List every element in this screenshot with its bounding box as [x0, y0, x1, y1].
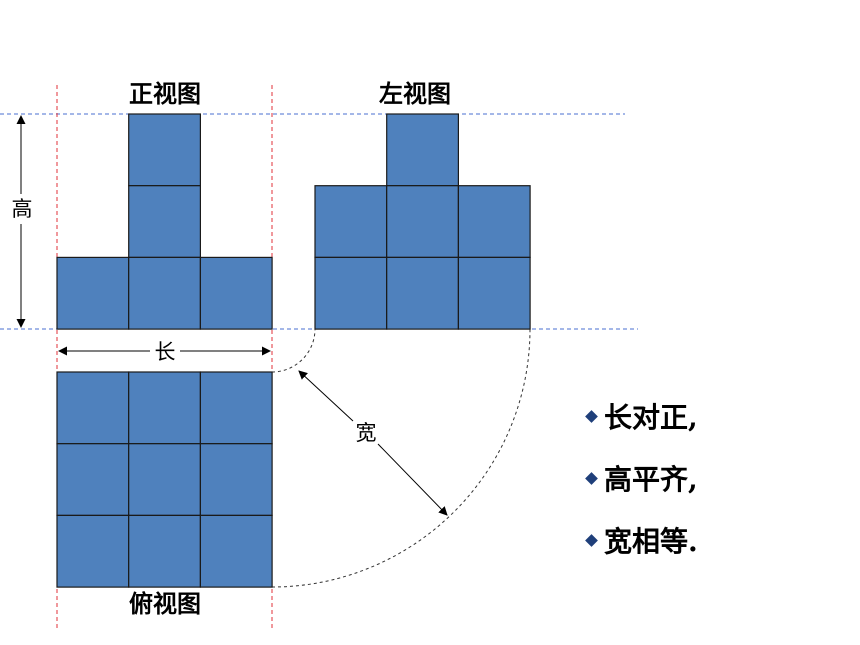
top-view-cube: [199, 514, 273, 588]
height-label: 高: [12, 197, 33, 221]
rule-item: 高平齐,: [585, 447, 698, 509]
top-view-title: 俯视图: [129, 589, 201, 618]
left-view-cube: [457, 256, 531, 330]
left-view-cube: [314, 185, 388, 258]
width-arrow-upper: [298, 370, 354, 422]
three-view-rules: 长对正, 高平齐, 宽相等.: [585, 385, 698, 571]
front-view-cube: [56, 256, 130, 330]
left-view-cube: [386, 256, 460, 330]
top-view-cube: [199, 371, 273, 445]
left-view-cube: [457, 185, 531, 258]
top-view-cube: [128, 371, 201, 445]
front-view: [56, 113, 273, 330]
rule-text: 长对正,: [604, 401, 698, 434]
front-view-title: 正视图: [129, 79, 201, 108]
rule-item: 长对正,: [585, 385, 698, 447]
top-view-cube: [56, 371, 130, 445]
rule-text: 宽相等.: [604, 525, 698, 558]
diamond-bullet-icon: [585, 471, 598, 485]
top-view-cube: [128, 443, 201, 517]
top-view-cube: [56, 443, 130, 517]
width-label: 宽: [356, 421, 377, 445]
front-view-cube: [128, 256, 201, 330]
left-view-cube: [386, 185, 460, 258]
diamond-bullet-icon: [585, 533, 598, 547]
rule-item: 宽相等.: [585, 509, 698, 571]
front-view-cube: [199, 256, 273, 330]
top-view-cube: [199, 443, 273, 517]
top-view-cube: [56, 514, 130, 588]
top-view-cube: [128, 514, 201, 588]
outer-width-arc: [271, 328, 531, 588]
left-view: [314, 113, 531, 330]
left-view-cube: [386, 113, 460, 187]
width-arrow-lower: [377, 443, 448, 516]
left-view-title: 左视图: [379, 79, 451, 108]
diamond-bullet-icon: [585, 409, 598, 423]
top-view: [56, 371, 273, 588]
left-view-cube: [314, 256, 388, 330]
inner-width-arc: [271, 328, 316, 373]
front-view-cube: [128, 113, 201, 187]
front-view-cube: [128, 185, 201, 258]
rule-text: 高平齐,: [604, 463, 698, 496]
length-label: 长: [155, 340, 176, 364]
